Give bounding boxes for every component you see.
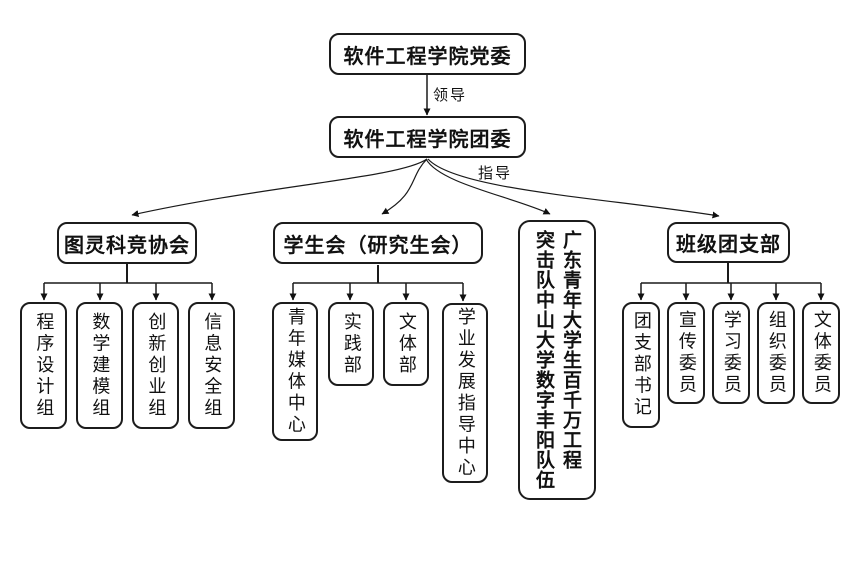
node-study-member: 学习委员	[712, 302, 750, 404]
node-sports-member: 文体委员	[802, 302, 840, 404]
node-branch-secretary-label: 团支部书记	[631, 311, 652, 419]
turing-subtree-lines	[40, 264, 216, 301]
node-class-league-branch-label: 班级团支部	[676, 234, 781, 256]
edge-label-lead: 领导	[433, 88, 468, 104]
node-infosec-group-label: 信息安全组	[202, 311, 223, 420]
node-student-union-label: 学生会（研究生会）	[283, 234, 473, 257]
node-study-member-label: 学习委员	[721, 310, 742, 396]
node-organization-member-label: 组织委员	[766, 310, 787, 396]
node-programming-group-label: 程序设计组	[34, 311, 55, 420]
node-turing-association-label: 图灵科竞协会	[64, 234, 190, 257]
edge-league-to-class-branch	[427, 158, 720, 219]
node-turing-association: 图灵科竞协会	[57, 222, 197, 264]
edge-league-to-student-union	[381, 158, 428, 215]
node-assault-team-label: 广东青年大学生百千万工程 突击队中山大学数字丰阳队伍	[530, 230, 584, 490]
node-sports-member-label: 文体委员	[811, 310, 832, 396]
node-publicity-member-label: 宣传委员	[676, 310, 697, 396]
node-publicity-member: 宣传委员	[667, 302, 705, 404]
class-branch-subtree-lines	[637, 263, 825, 301]
node-assault-team: 广东青年大学生百千万工程 突击队中山大学数字丰阳队伍	[518, 220, 596, 500]
student-union-subtree-lines	[289, 265, 467, 302]
node-party-committee-label: 软件工程学院党委	[343, 45, 512, 68]
assault-team-line-2: 突击队中山大学数字丰阳队伍	[533, 230, 554, 490]
node-innovation-group-label: 创新创业组	[146, 311, 167, 420]
edge-league-to-assault-team	[425, 158, 551, 215]
node-math-modeling-group-label: 数学建模组	[90, 311, 111, 420]
node-class-league-branch: 班级团支部	[667, 222, 790, 263]
node-branch-secretary: 团支部书记	[622, 302, 660, 428]
node-youth-media-center: 青年媒体中心	[272, 302, 318, 441]
assault-team-line-1: 广东青年大学生百千万工程	[560, 230, 581, 470]
node-culture-sports-dept-label: 文体部	[396, 311, 417, 377]
node-youth-media-center-label: 青年媒体中心	[285, 307, 306, 436]
node-academic-guidance-center: 学业发展指导中心	[442, 303, 488, 483]
node-programming-group: 程序设计组	[20, 302, 67, 429]
node-practice-dept-label: 实践部	[341, 311, 362, 377]
edge-league-to-turing	[131, 158, 428, 218]
node-league-committee-label: 软件工程学院团委	[343, 128, 512, 151]
node-student-union: 学生会（研究生会）	[273, 222, 483, 264]
node-league-committee: 软件工程学院团委	[329, 116, 526, 158]
fan-edges	[131, 158, 720, 219]
node-academic-guidance-center-label: 学业发展指导中心	[455, 307, 476, 479]
node-infosec-group: 信息安全组	[188, 302, 235, 429]
node-practice-dept: 实践部	[328, 302, 374, 386]
node-culture-sports-dept: 文体部	[383, 302, 429, 386]
edge-label-guide: 指导	[478, 166, 513, 182]
node-math-modeling-group: 数学建模组	[76, 302, 123, 429]
node-party-committee: 软件工程学院党委	[329, 33, 526, 75]
node-organization-member: 组织委员	[757, 302, 795, 404]
node-innovation-group: 创新创业组	[132, 302, 179, 429]
